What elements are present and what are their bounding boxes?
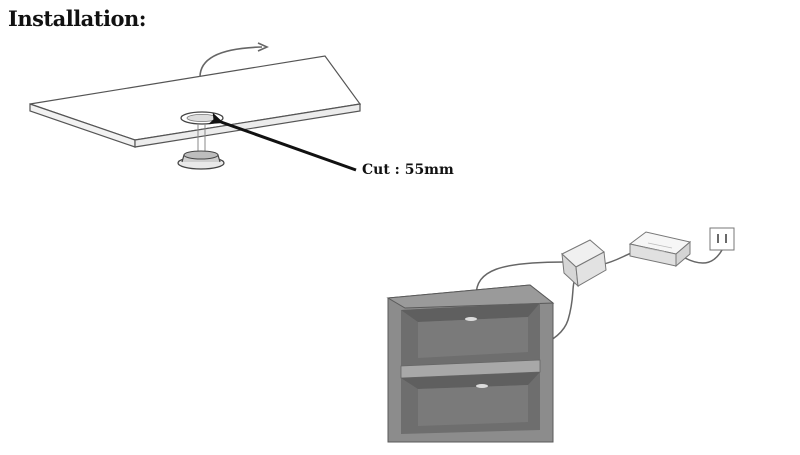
cut-size-label: Cut : 55mm	[362, 162, 454, 178]
wall-outlet-icon	[709, 227, 735, 251]
wire-end-arrow-icon	[257, 42, 269, 52]
puck-light	[177, 124, 225, 170]
cutout-hole	[180, 111, 224, 125]
junction-box	[561, 239, 607, 288]
ceiling-wire	[199, 46, 263, 78]
ceiling-panel	[29, 55, 362, 148]
cabinet	[386, 284, 555, 443]
led-driver	[628, 231, 692, 268]
cut-arrow	[208, 112, 357, 172]
page-title: Installation:	[8, 6, 147, 31]
